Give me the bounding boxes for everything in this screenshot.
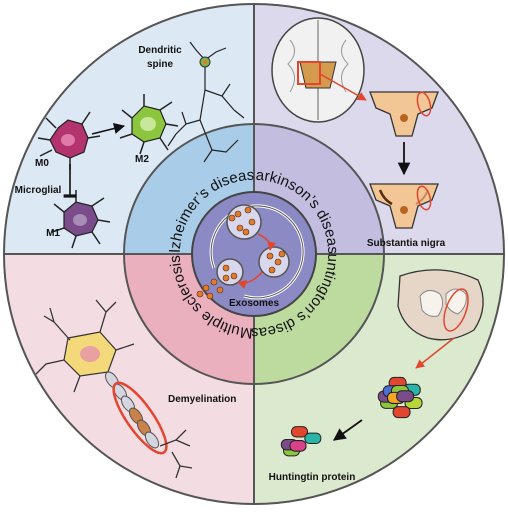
exosome-dot <box>266 252 274 260</box>
demyelination-highlight <box>112 381 168 455</box>
huntingtin-protein-label: Huntingtin protein <box>269 472 356 483</box>
m0-to-m2-arrow <box>91 123 126 135</box>
m1-label: M1 <box>46 228 60 239</box>
exosome-dot <box>230 272 238 280</box>
exosome-dot <box>236 224 244 232</box>
substantia-nigra-label: Substantia nigra <box>367 238 446 249</box>
striatum-highlight <box>443 288 469 332</box>
protein-blob <box>291 426 309 438</box>
demyelination-label: Demyelination <box>168 394 236 405</box>
protein-blob <box>392 406 411 419</box>
dendrite-tree-icon <box>167 41 245 163</box>
intraluminal-vesicle-left <box>216 258 244 286</box>
parkinsons-illustration: Substantia nigra <box>271 17 446 249</box>
midbrain-section-bottom-icon <box>369 183 439 229</box>
exosome-dots <box>196 206 286 300</box>
protein-blob <box>396 390 415 403</box>
alzheimers-illustration: Dendritic spine M0 Microglial M2 M1 <box>15 41 245 249</box>
microglia-m1-icon <box>51 190 111 249</box>
exosome-dot <box>216 286 224 294</box>
protein-blob <box>289 440 307 452</box>
microglial-label: Microglial <box>15 185 62 196</box>
m0-label: M0 <box>35 158 49 169</box>
exosome-dot <box>278 250 286 258</box>
exosome-path-arrow <box>257 233 276 251</box>
exosome-dot <box>222 264 230 272</box>
exosome-dot <box>202 284 210 292</box>
axon-terminal-icon <box>159 429 193 479</box>
exosome-dot <box>274 258 282 266</box>
zoom-arrow-huntington <box>415 337 455 369</box>
m2-label: M2 <box>135 154 149 165</box>
exosomes-label: Exosomes <box>229 298 279 309</box>
exosome-dot <box>228 214 236 222</box>
microglia-m0-icon <box>37 111 101 170</box>
exosome-dot <box>206 292 214 300</box>
ms-illustration: Demyelination <box>35 299 236 479</box>
exosome-dot <box>242 228 250 236</box>
exosome-dot <box>248 218 256 226</box>
dendritic-label-line1: Dendritic <box>138 45 182 56</box>
aggregation-arrow <box>332 419 363 441</box>
huntingtons-illustration: Huntingtin protein <box>269 269 484 483</box>
dendritic-label-line2: spine <box>147 59 174 70</box>
midbrain-highlight-box <box>297 61 321 85</box>
exosome-dot <box>234 210 242 218</box>
huntingtin-protein-icon <box>280 426 322 457</box>
protein-aggregate-icon <box>377 376 423 419</box>
exosome-dot <box>244 206 252 214</box>
zoom-arrow <box>319 73 367 101</box>
exosome-dot <box>222 274 230 282</box>
protein-blob <box>304 432 322 445</box>
exosome-core: Exosomes <box>191 191 317 317</box>
myelin-segment <box>144 431 160 449</box>
exosome-dot <box>196 290 204 298</box>
neuron-icon <box>35 299 135 393</box>
exosome-dot <box>268 266 276 274</box>
microglia-m2-icon <box>119 94 179 155</box>
midbrain-section-top-icon <box>369 91 439 137</box>
exosome-release-arrow <box>237 271 263 289</box>
brain-top-view-icon <box>271 17 365 123</box>
exosome-dot <box>210 278 218 286</box>
